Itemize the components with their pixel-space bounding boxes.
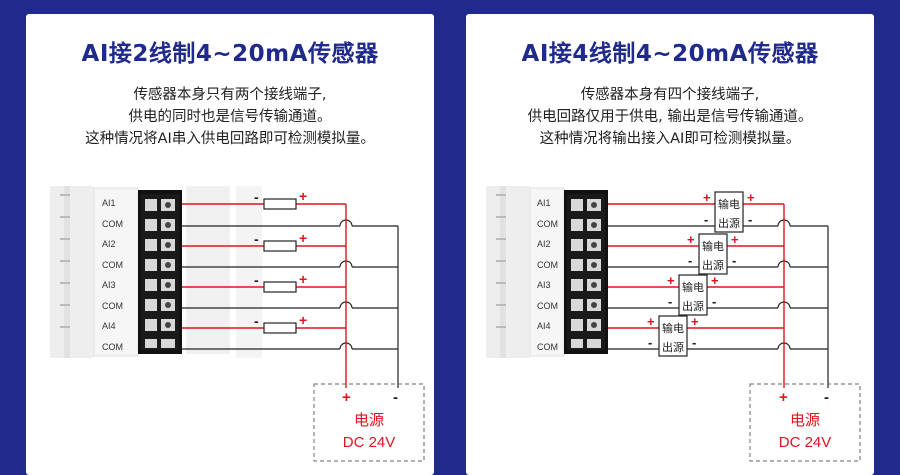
terminal-label: COM: [102, 260, 123, 270]
sensor-plus-sign: +: [703, 190, 711, 205]
four-wire-sensor-3: [678, 274, 708, 316]
sensor-plus-sign: +: [299, 271, 307, 287]
power-supply-box: [313, 383, 425, 462]
sensor-plus-sign: +: [667, 273, 675, 288]
sensor-minus-sign: -: [254, 231, 259, 247]
four-wire-sensor-1: [714, 191, 744, 233]
two-wire-sensor-4: [263, 322, 297, 334]
description-line: 这种情况将AI串入供电回路即可检测模拟量。: [85, 131, 375, 147]
sensor-minus-sign: -: [648, 335, 652, 350]
sensor-minus-sign: -: [254, 272, 259, 288]
sensor-label-bottom: 出源: [718, 216, 740, 230]
terminal-block: [141, 194, 179, 350]
ai-signal-wires: [182, 203, 347, 388]
sensor-label-top: 输电: [662, 321, 684, 335]
ai-signal-wires: [608, 203, 785, 388]
four-wire-sensor-2: [698, 233, 728, 275]
psu-voltage: DC 24V: [343, 434, 396, 451]
sensor-minus-sign: -: [712, 294, 716, 309]
terminal-label: COM: [537, 301, 558, 311]
com-return-wires: [182, 219, 399, 388]
sensor-minus-sign: -: [668, 294, 672, 309]
terminal-label: COM: [537, 342, 558, 352]
four-wire-sensor-4: [658, 315, 688, 357]
two-wire-wiring-diagram: AI1 COM AI2 COM AI3 COM AI4 COM: [50, 186, 425, 462]
terminal-label: AI2: [102, 239, 116, 249]
two-wire-sensor-1: [263, 198, 297, 210]
four-wire-description: 传感器本身有四个接线端子, 供电回路仅用于供电, 输出是信号传输通道。 这种情况…: [466, 84, 874, 150]
terminal-label: AI4: [537, 321, 551, 331]
psu-minus-sign: -: [393, 389, 398, 406]
terminal-label: AI1: [102, 198, 116, 208]
terminal-label: AI4: [102, 321, 116, 331]
description-line: 传感器本身只有两个接线端子,: [133, 87, 327, 103]
four-wire-title: AI接4线制4~20mA传感器: [521, 41, 819, 67]
sensor-plus-sign: +: [299, 230, 307, 246]
four-wire-panel: AI接4线制4~20mA传感器 传感器本身有四个接线端子, 供电回路仅用于供电,…: [466, 14, 874, 475]
sensor-label-top: 输电: [718, 197, 740, 211]
sensor-minus-sign: -: [732, 253, 736, 268]
sensor-minus-sign: -: [254, 189, 259, 205]
terminal-label: AI1: [537, 198, 551, 208]
description-line: 供电回路仅用于供电, 输出是信号传输通道。: [527, 109, 813, 125]
psu-label: 电源: [354, 412, 384, 429]
sensor-minus-sign: -: [692, 335, 696, 350]
sensor-plus-sign: +: [299, 312, 307, 328]
power-supply-box: [749, 383, 861, 462]
terminal-block: [567, 194, 605, 350]
sensor-label-bottom: 出源: [662, 340, 684, 354]
sensor-label-bottom: 出源: [702, 258, 724, 272]
terminal-label: COM: [102, 342, 123, 352]
psu-voltage: DC 24V: [779, 434, 832, 451]
terminal-label: COM: [102, 301, 123, 311]
psu-plus-sign: +: [779, 389, 788, 406]
sensor-plus-sign: +: [687, 232, 695, 247]
terminal-label: AI3: [102, 280, 116, 290]
terminal-label: AI3: [537, 280, 551, 290]
two-wire-sensor-3: [263, 281, 297, 293]
sensor-plus-sign: +: [691, 314, 699, 329]
psu-minus-sign: -: [824, 389, 829, 406]
terminal-label: COM: [537, 219, 558, 229]
sensor-label-top: 输电: [702, 239, 724, 253]
two-wire-panel: AI接2线制4~20mA传感器 传感器本身只有两个接线端子, 供电的同时也是信号…: [26, 14, 434, 475]
sensor-label-top: 输电: [682, 280, 704, 294]
psu-plus-sign: +: [342, 389, 351, 406]
sensor-minus-sign: -: [704, 212, 708, 227]
description-line: 传感器本身有四个接线端子,: [580, 87, 760, 103]
terminal-label: COM: [537, 260, 558, 270]
psu-label: 电源: [790, 412, 820, 429]
sensor-label-bottom: 出源: [682, 299, 704, 313]
sensor-plus-sign: +: [747, 190, 755, 205]
sensor-minus-sign: -: [748, 212, 752, 227]
terminal-label: COM: [102, 219, 123, 229]
two-wire-description: 传感器本身只有两个接线端子, 供电的同时也是信号传输通道。 这种情况将AI串入供…: [26, 84, 434, 150]
description-line: 这种情况将输出接入AI即可检测模拟量。: [539, 131, 801, 147]
two-wire-sensor-2: [263, 240, 297, 252]
two-wire-title: AI接2线制4~20mA传感器: [81, 41, 379, 67]
four-wire-wiring-diagram: AI1 COM AI2 COM AI3 COM AI4 COM: [486, 186, 861, 462]
sensor-plus-sign: +: [711, 273, 719, 288]
sensor-minus-sign: -: [254, 313, 259, 329]
sensor-plus-sign: +: [647, 314, 655, 329]
sensor-minus-sign: -: [688, 253, 692, 268]
terminal-label: AI2: [537, 239, 551, 249]
sensor-plus-sign: +: [731, 232, 739, 247]
sensor-plus-sign: +: [299, 188, 307, 204]
com-return-wires: [608, 219, 829, 388]
description-line: 供电的同时也是信号传输通道。: [128, 109, 332, 125]
